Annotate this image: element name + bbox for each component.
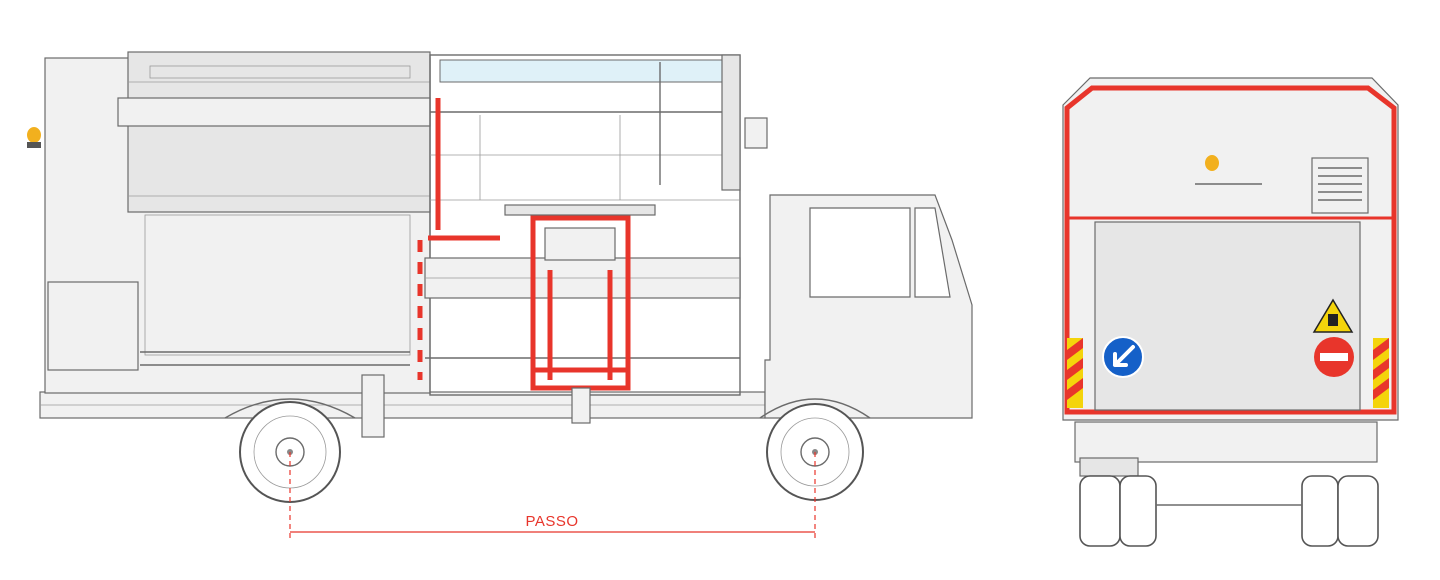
open-frame (429, 54, 741, 396)
hazard-stripes-right (1373, 338, 1389, 408)
vent-grille-slats (1318, 167, 1362, 201)
lift-rail (117, 97, 431, 127)
rear-chassis (1074, 421, 1378, 463)
wheelbase-label: PASSO (525, 513, 578, 530)
beacon-icon (27, 127, 41, 148)
side-view (27, 51, 973, 503)
rear-wheels-left (1079, 475, 1157, 547)
rear-door (1094, 221, 1361, 411)
roller-shutter (127, 51, 431, 213)
rear-view (1062, 77, 1399, 547)
rear-wheels-right (1301, 475, 1379, 547)
rear-red-outline (1064, 85, 1397, 415)
warning-triangle-icon (1312, 298, 1354, 333)
wheelbase-dimension: PASSO (289, 452, 816, 538)
no-entry-sign-icon (1314, 337, 1354, 377)
keep-left-sign-icon (1102, 336, 1144, 378)
vent-grille (1311, 157, 1369, 214)
beacon-icon (1195, 155, 1262, 185)
side-locker (47, 281, 139, 371)
cab-side-window (809, 207, 911, 298)
roof-glass (439, 59, 726, 83)
hazard-stripes-left (1067, 338, 1083, 408)
